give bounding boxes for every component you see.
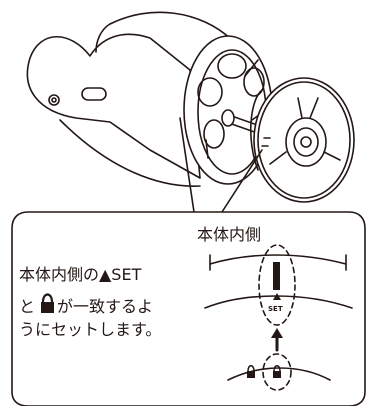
instruction-line-3: うにセットします。 [19, 320, 162, 339]
lock-highlight-circle [262, 353, 292, 391]
instruction-line-1: 本体内側の▲SET [19, 265, 142, 284]
arrow-up-icon [271, 328, 283, 352]
lock-icon [273, 365, 281, 378]
set-mark-label: SET [268, 305, 283, 313]
alignment-detail [204, 244, 353, 391]
triangle-up-icon [273, 293, 281, 300]
set-index-mark [273, 262, 280, 290]
lock-icon [41, 293, 54, 313]
callout-title: 本体内側 [197, 225, 262, 244]
instruction-line-2-pre: と [19, 297, 36, 316]
callout-box [11, 211, 366, 406]
set-highlight-circle [258, 244, 296, 326]
callout-pointer [179, 117, 263, 213]
instruction-line-2-post: が一致するよ [57, 297, 154, 316]
lock-icon [247, 365, 255, 378]
instruction-line-2: と が一致するよ [19, 296, 153, 318]
